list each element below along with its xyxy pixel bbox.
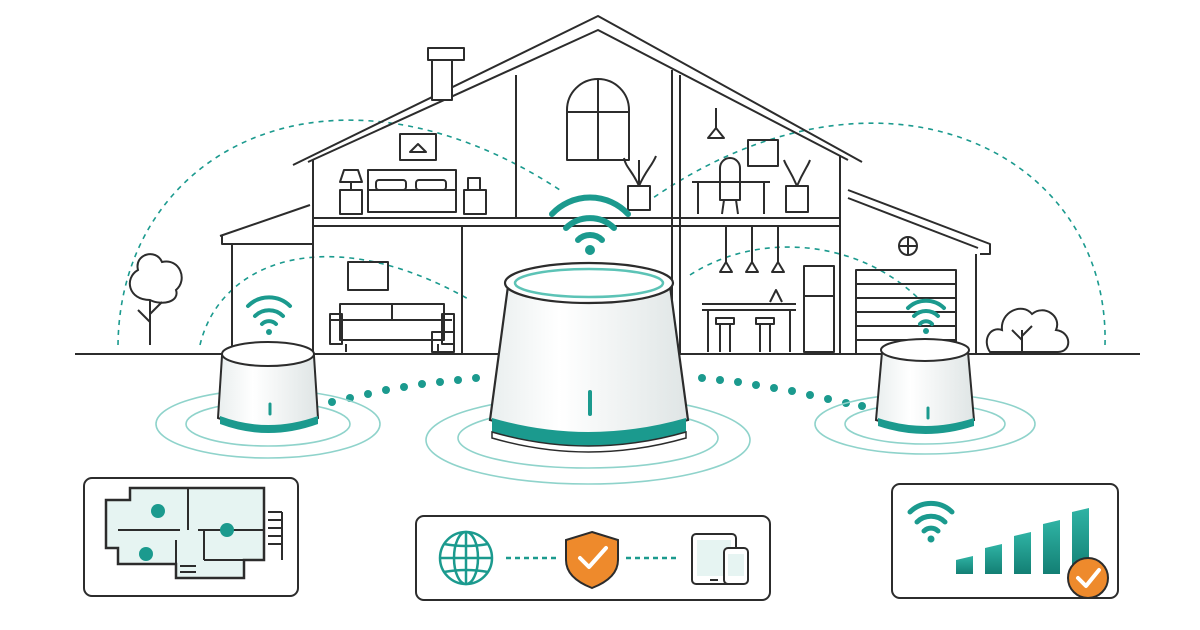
wifi-icon [907, 500, 955, 543]
signal-bar [985, 544, 1002, 574]
shield-check-icon [565, 530, 619, 590]
wifi-icon [906, 298, 946, 334]
wifi-icon [246, 295, 292, 335]
mesh-router-icon [216, 341, 320, 433]
mesh-link-left [328, 374, 480, 406]
coverage-arcs [117, 119, 1106, 346]
phone-icon [723, 547, 749, 585]
tree-icon [128, 253, 183, 345]
signal-card [891, 483, 1119, 599]
signal-bar [956, 556, 973, 574]
check-badge-icon [1067, 557, 1109, 599]
signal-bar [1014, 532, 1031, 574]
bush-icon [985, 307, 1070, 353]
globe-icon [438, 530, 494, 586]
mesh-router-icon [874, 338, 976, 434]
house-icon [219, 15, 991, 355]
mesh-link-right [698, 374, 866, 410]
floor-plan-card [83, 477, 299, 597]
mesh-router-icon [488, 261, 690, 453]
security-card [415, 515, 771, 601]
floor-plan-icon [104, 486, 266, 580]
signal-bar [1043, 520, 1060, 574]
wifi-icon [549, 194, 631, 255]
